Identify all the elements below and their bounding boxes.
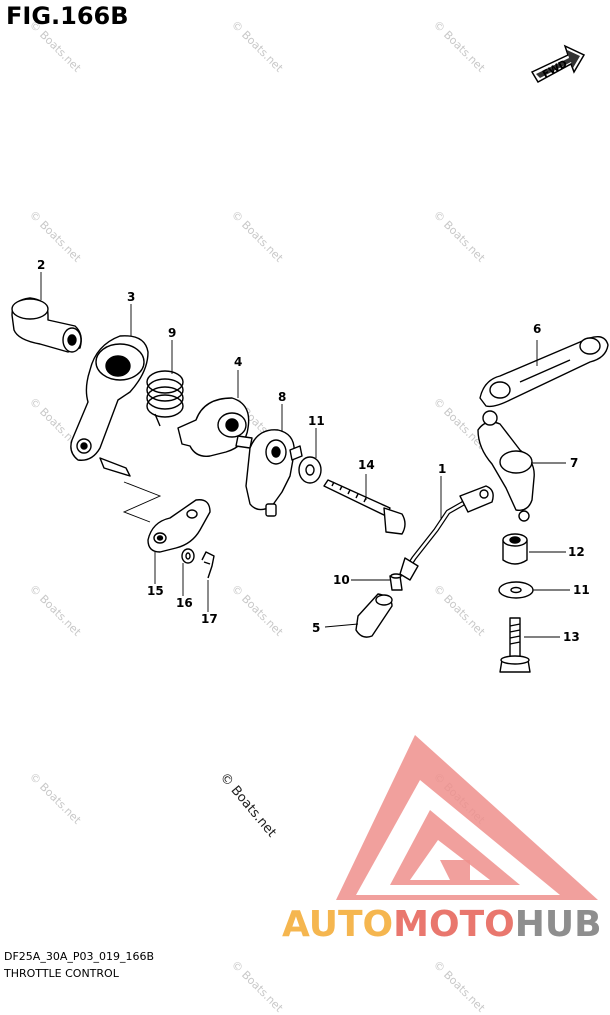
callout-8: 8 [278,390,287,404]
callout-7: 7 [570,456,579,470]
callout-4: 4 [234,355,243,369]
leader-lines [40,272,570,638]
fwd-arrow-icon [530,44,586,84]
part-2-collar [11,297,82,353]
part-5-joint [355,593,393,638]
callout-2: 2 [37,258,46,272]
part-14-bolt [323,479,406,535]
callout-15: 15 [147,584,164,598]
figure-code: DF25A_30A_P03_019_166B [4,950,155,963]
part-9-spring [146,370,184,427]
callout-9: 9 [168,326,177,340]
part-13-bolt [499,617,531,673]
part-15-link [147,499,211,553]
part-16-washer [181,548,195,564]
part-1-throttle-rod [399,485,494,581]
parts-drawing [11,44,609,900]
parts-diagram: © Boats.net © Boats.net © Boats.net © Bo… [4,2,609,1015]
callout-12: 12 [568,545,585,559]
part-3-throttle-arm [70,335,149,461]
callout-6: 6 [533,322,542,336]
brand-logo-triangle [336,735,598,900]
callout-5: 5 [312,621,321,635]
part-6-throttle-link [479,336,609,408]
part-4-cam [177,397,253,457]
part-7-bracket [477,410,535,522]
part-17-clip [201,551,215,579]
part-11-washer [498,581,534,599]
part-11-washer [298,456,322,484]
part-8-lever [245,429,303,517]
part-10-screw [389,573,403,591]
callout-14: 14 [358,458,375,472]
callout-1: 1 [438,462,447,476]
figure-title: FIG.166B [6,2,129,30]
callout-13: 13 [563,630,580,644]
brand-part-2: MOTO [393,904,515,945]
callout-11-lower: 11 [573,583,590,597]
callout-17: 17 [201,612,218,626]
callout-10: 10 [333,573,350,587]
callout-11: 11 [308,414,325,428]
brand-text: AUTOMOTOHUB [282,904,602,945]
brand-part-1: AUTO [282,904,394,945]
callout-16: 16 [176,596,193,610]
pin [99,457,131,477]
figure-name: THROTTLE CONTROL [4,967,119,980]
part-12-collar [502,533,528,565]
brand-part-3: HUB [514,904,602,945]
callout-3: 3 [127,290,136,304]
